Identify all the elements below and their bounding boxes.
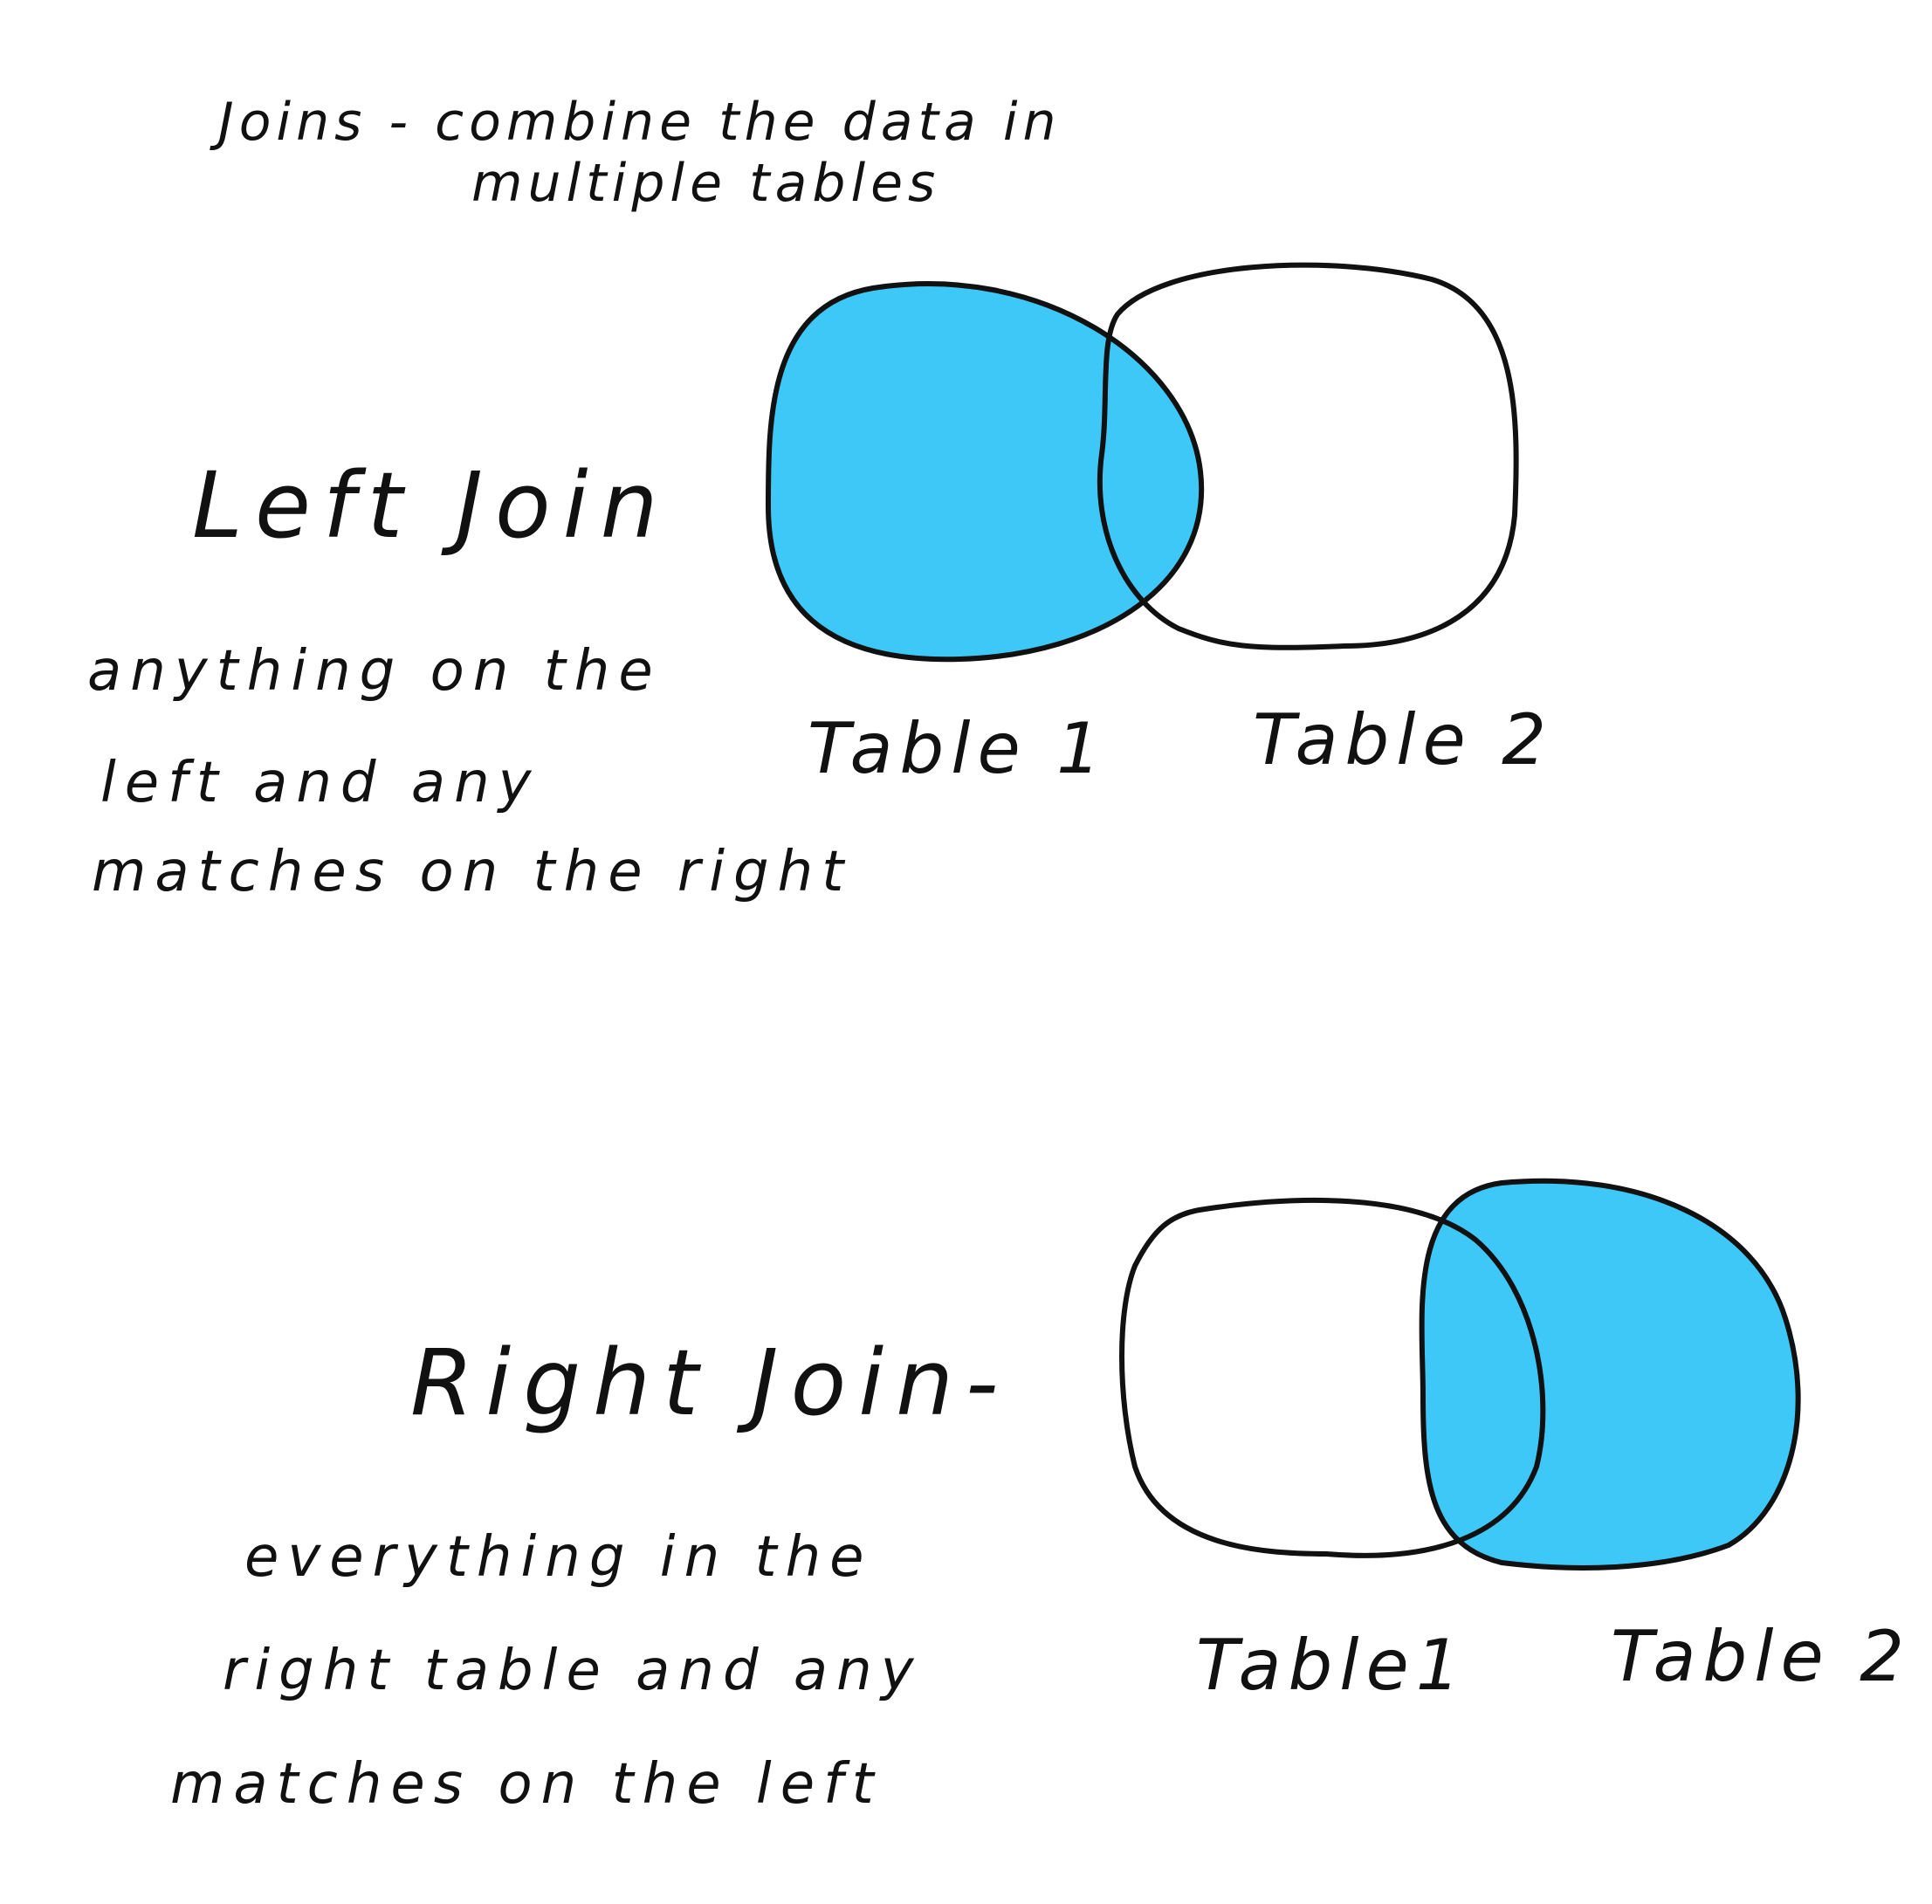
left-join-table2-label: Table 2	[1253, 699, 1553, 780]
left-join-table2-circle	[1097, 262, 1519, 650]
left-join-section: Left Join anything on the left and any m…	[87, 262, 1553, 904]
right-join-table2-circle	[1419, 1178, 1801, 1571]
left-join-table1-label: Table 1	[808, 708, 1108, 789]
title: Joins - combine the data in multiple tab…	[210, 92, 1062, 214]
right-join-section: Right Join- everything in the right tabl…	[170, 1178, 1911, 1817]
title-line-2: multiple tables	[471, 153, 940, 214]
right-join-table2-label: Table 2	[1611, 1616, 1911, 1697]
right-join-desc-line-2: right table and any	[223, 1639, 923, 1703]
left-join-heading: Left Join	[192, 452, 670, 559]
right-join-desc-line-3: matches on the left	[170, 1752, 883, 1817]
right-join-table1-label: Table1	[1196, 1625, 1468, 1706]
title-line-1: Joins - combine the data in	[210, 92, 1062, 153]
right-join-table1-circle	[1119, 1197, 1546, 1558]
right-join-desc-line-1: everything in the	[244, 1525, 873, 1590]
left-join-desc-line-1: anything on the	[87, 639, 662, 704]
left-join-venn	[766, 262, 1519, 663]
right-join-heading: Right Join-	[410, 1330, 1011, 1436]
right-join-venn	[1119, 1178, 1801, 1571]
left-join-table1-circle	[766, 281, 1205, 663]
left-join-desc-line-2: left and any	[100, 751, 540, 815]
left-join-desc-line-3: matches on the right	[92, 840, 852, 904]
